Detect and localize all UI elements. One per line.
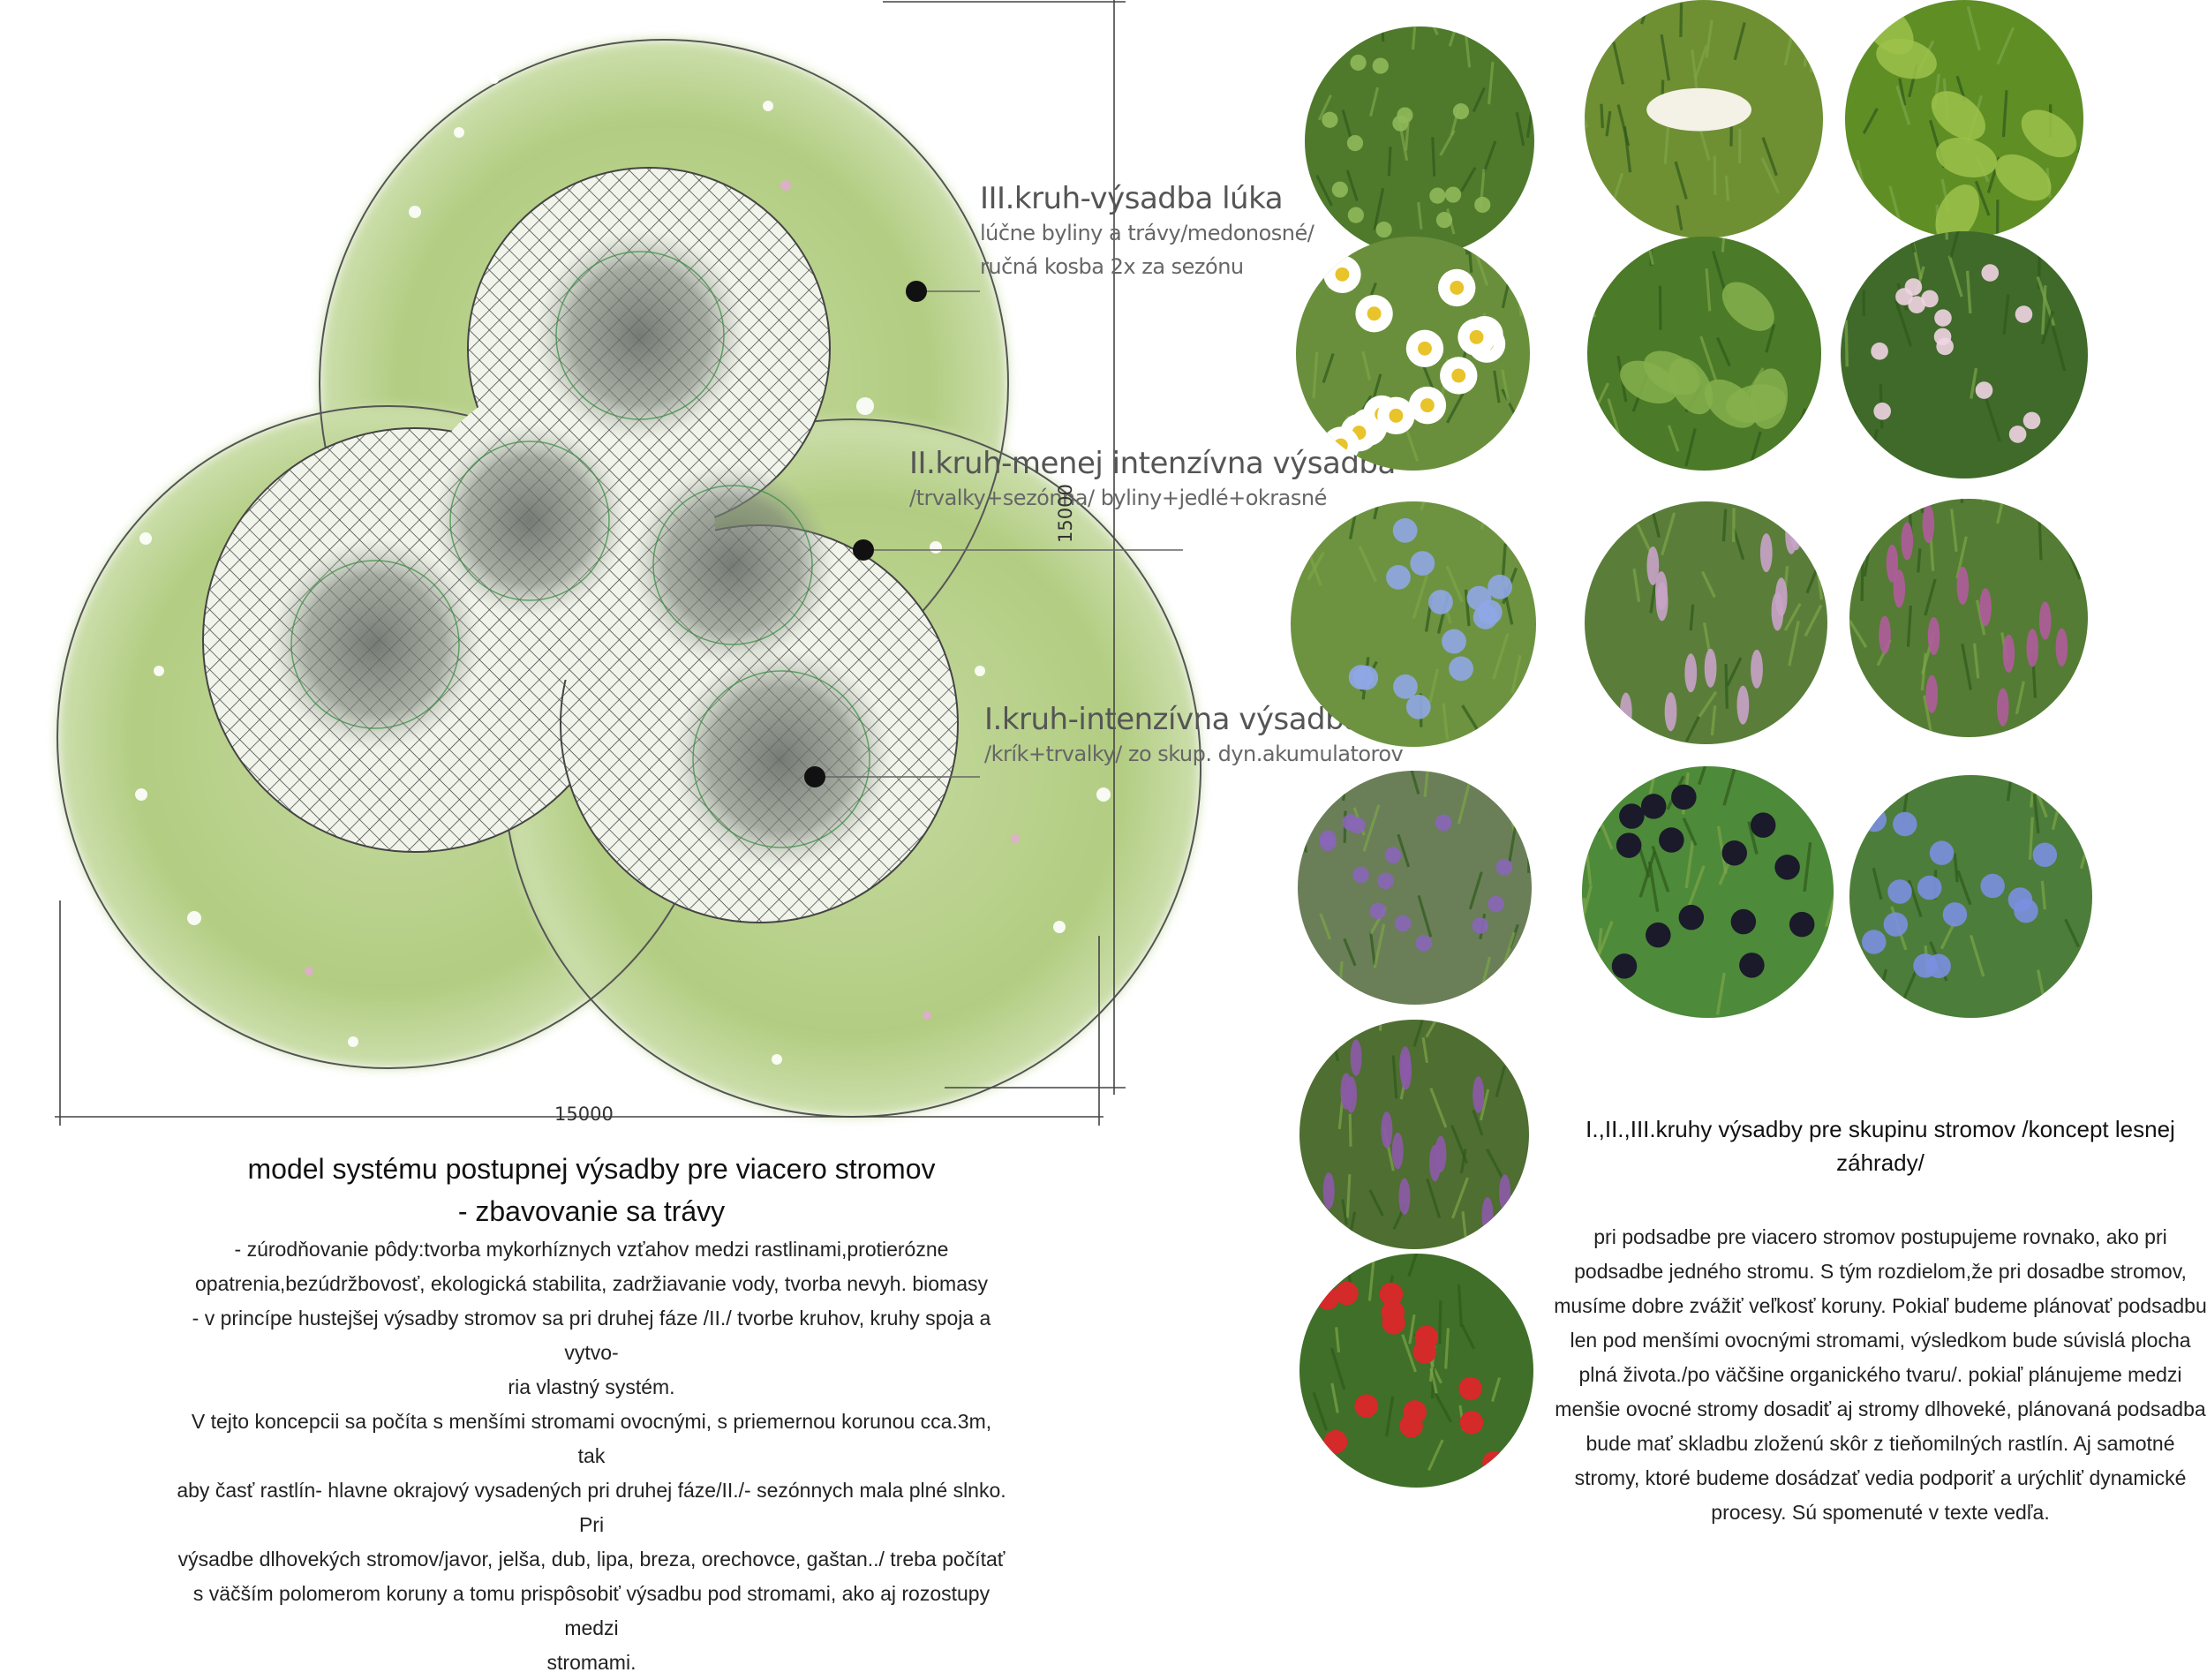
strawberry-photo [1299, 1254, 1533, 1488]
caption-line: výsadbe dlhovekých stromov/javor, jelša,… [177, 1542, 1006, 1577]
blackcurrant-photo [1582, 766, 1834, 1018]
dimension-vertical: 15000 [1055, 484, 1076, 543]
valerian-photo [1841, 231, 2088, 478]
diagram-caption: model systému postupnej výsadby pre viac… [177, 1148, 1006, 1680]
verbena-photo [1298, 771, 1532, 1005]
caption-line: ria vlastný systém. [177, 1370, 1006, 1405]
wild-carrot-photo [1585, 0, 1823, 238]
side-line: procesy. Sú spomenuté v texte vedľa. [1554, 1495, 2207, 1530]
caption-title-1: model systému postupnej výsadby pre viac… [177, 1148, 1006, 1190]
side-line: plná života./po väčšine organického tvar… [1554, 1358, 2207, 1392]
grass-herb-photo [1305, 26, 1534, 256]
planting-plan-diagram [0, 0, 1298, 1139]
side-line: musíme dobre zvážiť veľkosť koruny. Poki… [1554, 1289, 2207, 1323]
side-description: I.,II.,III.kruhy výsadby pre skupinu str… [1554, 1112, 2207, 1530]
ring-3-desc-1: lúčne byliny a trávy/medonosné/ [980, 216, 1314, 250]
caption-line: aby časť rastlín- hlavne okrajový vysade… [177, 1473, 1006, 1542]
ring-3-title: III.kruh-výsadba lúka [980, 181, 1314, 216]
side-title: I.,II.,III.kruhy výsadby pre skupinu str… [1554, 1112, 2207, 1179]
leafy-herb-photo [1845, 0, 2083, 238]
caption-line: stromami. [177, 1646, 1006, 1680]
ring-3-marker [906, 281, 927, 302]
ring-2-title: II.kruh-menej intenzívna výsadba [909, 446, 1396, 481]
ring-2-label: II.kruh-menej intenzívna výsadba /trvalk… [909, 446, 1396, 515]
ring-2-marker [853, 539, 874, 561]
ring-1-marker [804, 766, 825, 787]
side-line: len pod menšími ovocnými stromami, výsle… [1554, 1323, 2207, 1358]
ring-3-desc-2: ručná kosba 2x za sezónu [980, 250, 1314, 283]
hyssop-photo [1299, 1020, 1529, 1249]
wildflower-photo [1849, 499, 2088, 737]
ring-3-label: III.kruh-výsadba lúka lúčne byliny a trá… [980, 181, 1314, 283]
caption-title-2: - zbavovanie sa trávy [177, 1190, 1006, 1232]
mint-photo [1585, 501, 1827, 744]
chicory-photo [1291, 501, 1536, 747]
caption-line: - v princípe hustejšej výsadby stromov s… [177, 1301, 1006, 1370]
side-line: pri podsadbe pre viacero stromov postupu… [1554, 1220, 2207, 1254]
side-line: podsadbe jedného stromu. S tým rozdielom… [1554, 1254, 2207, 1289]
dimension-horizontal: 15000 [554, 1104, 614, 1125]
chamomile-photo [1296, 237, 1530, 471]
ring-1-desc-1: /krík+trvalky/ zo skup. dyn.akumulatorov [984, 737, 1403, 771]
caption-line: - zúrodňovanie pôdy:tvorba mykorhíznych … [177, 1232, 1006, 1267]
caption-line: V tejto koncepcii sa počíta s menšími st… [177, 1405, 1006, 1473]
side-line: bude mať skladbu zloženú skôr z tieňomil… [1554, 1427, 2207, 1461]
caption-line: s väčším polomerom koruny a tomu prispôs… [177, 1577, 1006, 1646]
lemon-balm-photo [1587, 237, 1821, 471]
side-line: stromy, ktoré budeme dosádzať vedia podp… [1554, 1461, 2207, 1495]
ring-2-desc-1: /trvalky+sezónna/ byliny+jedlé+okrasné [909, 481, 1396, 515]
side-line: menšie ovocné stromy dosadiť aj stromy d… [1554, 1392, 2207, 1427]
caption-line: opatrenia,bezúdržbovosť, ekologická stab… [177, 1267, 1006, 1301]
iris-photo [1849, 775, 2092, 1018]
